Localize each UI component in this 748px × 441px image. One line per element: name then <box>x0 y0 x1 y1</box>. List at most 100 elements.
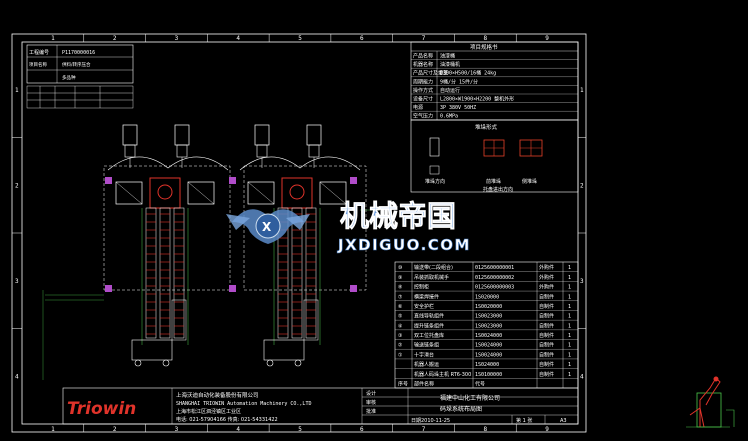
customer-name: 福建中山化工有限公司 <box>440 394 500 402</box>
param-value: 3P 380V 50HZ <box>440 105 476 111</box>
drawing-title: 码垛系统布局图 <box>440 405 482 413</box>
bom-row-type: 自制件 <box>539 351 554 358</box>
grid-row-label: 1 <box>580 87 584 94</box>
grid-row-label: 2 <box>580 182 584 189</box>
bom-row-no: ⑤ <box>398 314 402 320</box>
bom-row-no: ⑦ <box>398 294 403 300</box>
bom-row-type: 自制件 <box>539 313 554 320</box>
bom-row-name: 吊装抓取机械手 <box>414 274 449 281</box>
bom-row-name: 控制柜 <box>414 284 429 291</box>
grid-row-label: 3 <box>580 278 584 285</box>
grid-col-label: 4 <box>236 35 240 42</box>
bom-row-name: 提升链条组件 <box>414 322 444 329</box>
bom-row-name: 横梁焊接件 <box>414 293 439 300</box>
grid-col-label: 7 <box>422 426 426 433</box>
check-label: 审核 <box>366 399 376 406</box>
bom-row-type: 自制件 <box>539 293 554 300</box>
palletizing-robot-cells <box>107 124 361 367</box>
top-left-info-table: 工程编号 P1170000016 项目名称 供料/转序压合 多品种 <box>26 44 134 84</box>
stack-mode-side: 侧堆垛 <box>522 178 537 185</box>
company-logo: Triowin <box>67 399 136 419</box>
grid-col-label: 1 <box>51 426 55 433</box>
bom-row-qty: 1 <box>568 314 571 320</box>
grid-row-label: 2 <box>15 182 19 189</box>
bom-row-code: 1S0100000 <box>475 372 502 378</box>
bom-row-type: 外购件 <box>539 284 554 291</box>
bom-row-no: ③ <box>398 333 402 339</box>
grid-row-label: 4 <box>580 373 584 380</box>
param-label: 操作方式 <box>413 87 433 94</box>
grid-col-label: 9 <box>545 426 549 433</box>
grid-col-label: 8 <box>484 35 488 42</box>
param-label: 周期能力 <box>413 78 433 85</box>
robot-cell <box>239 124 361 367</box>
cell-layout-boundary <box>103 165 367 291</box>
param-label: 机器名称 <box>413 61 433 68</box>
product-params-table: 项目规格书 产品名称油漆桶机器名称油漆桶机产品尺寸及重量Ø300×H500/16… <box>410 41 579 121</box>
bom-row-code: 1S0023000 <box>475 323 502 329</box>
stack-mode-front: 前堆垛 <box>486 178 501 185</box>
bom-row-qty: 1 <box>568 265 571 271</box>
param-label: 设备尺寸 <box>413 96 433 103</box>
grid-row-label: 1 <box>15 87 19 94</box>
top-left-label-0: 工程编号 <box>29 49 49 56</box>
bom-row-code: 0125600000002 <box>475 275 514 281</box>
grid-col-label: 2 <box>113 35 117 42</box>
param-value: 油漆桶 <box>440 53 455 60</box>
bom-row-name: 输送链条组 <box>414 342 439 349</box>
paper-size: A3 <box>560 418 567 424</box>
grid-col-label: 2 <box>113 426 117 433</box>
bom-row-type: 自制件 <box>539 371 554 378</box>
bom-row-type: 外购件 <box>539 264 554 271</box>
bom-row-qty: 1 <box>568 275 571 281</box>
bom-row-code: 1S0024000 <box>475 352 502 358</box>
drawing-date: 日期2010-11-25 <box>411 418 450 424</box>
top-left-value-0: P1170000016 <box>62 50 95 56</box>
bom-row-qty: 1 <box>568 294 571 300</box>
grid-col-label: 6 <box>360 35 364 42</box>
param-value: Ø300×H500/16桶 24kg <box>440 70 496 77</box>
grid-col-label: 3 <box>175 426 179 433</box>
bom-row-no: ⑩ <box>398 265 403 271</box>
param-value: 油漆桶机 <box>440 61 460 68</box>
bom-row-no: 序号 <box>398 381 408 388</box>
param-value: L2800×W1900×H2200 整机外形 <box>440 96 514 103</box>
grid-col-label: 9 <box>545 35 549 42</box>
bom-row-type: 自制件 <box>539 361 554 368</box>
grid-col-label: 5 <box>298 35 302 42</box>
bom-row-code: 1S0020000 <box>475 304 502 310</box>
param-value: 0.6MPa <box>440 114 458 120</box>
bom-row-code: 1S0024000 <box>475 333 502 339</box>
bom-row-code: 1S024000 <box>475 362 499 368</box>
grid-row-label: 4 <box>15 373 19 380</box>
watermark-text-en: JXDIGUO.COM <box>337 236 471 254</box>
grid-col-label: 3 <box>175 35 179 42</box>
bom-row-code: 0125600000001 <box>475 265 514 271</box>
stacking-pattern-box: 堆垛形式 堆垛方向 前堆垛 侧堆垛 托盘进出方向 <box>410 119 579 193</box>
bom-row-name: 机器人搬运 <box>414 361 439 368</box>
bom-row-qty: 1 <box>568 352 571 358</box>
grid-col-label: 8 <box>484 426 488 433</box>
title-block: Triowin 上海沃迪自动化装备股份有限公司 SHANGHAI TRIOWIN… <box>62 387 579 425</box>
bom-row-type: 自制件 <box>539 342 554 349</box>
bom-row-type: 自制件 <box>539 332 554 339</box>
param-label: 产品名称 <box>413 53 433 60</box>
bom-row-code: 1S0024000 <box>475 343 502 349</box>
param-value: 9桶/分 15件/分 <box>440 78 478 85</box>
bom-row-qty: 1 <box>568 362 571 368</box>
bom-row-code: 1S020000 <box>475 294 499 300</box>
grid-col-label: 4 <box>236 426 240 433</box>
bom-row-name: 机器人码垛主机 RT6-300 <box>414 371 471 378</box>
stack-caption-bottom: 托盘进出方向 <box>483 186 513 193</box>
param-value: 自动运行 <box>440 87 460 94</box>
sheet-number: 第 1 张 <box>516 417 532 424</box>
bom-row-no: ① <box>398 352 403 358</box>
svg-text:X: X <box>262 220 272 234</box>
bom-row-name: 双工位托盘库 <box>414 332 444 339</box>
param-label: 产品尺寸及重量 <box>413 70 448 77</box>
designer-label: 设计 <box>366 390 376 397</box>
robot-thumbnail-icon <box>686 376 735 428</box>
bom-row-code: 0125600000003 <box>475 285 514 291</box>
